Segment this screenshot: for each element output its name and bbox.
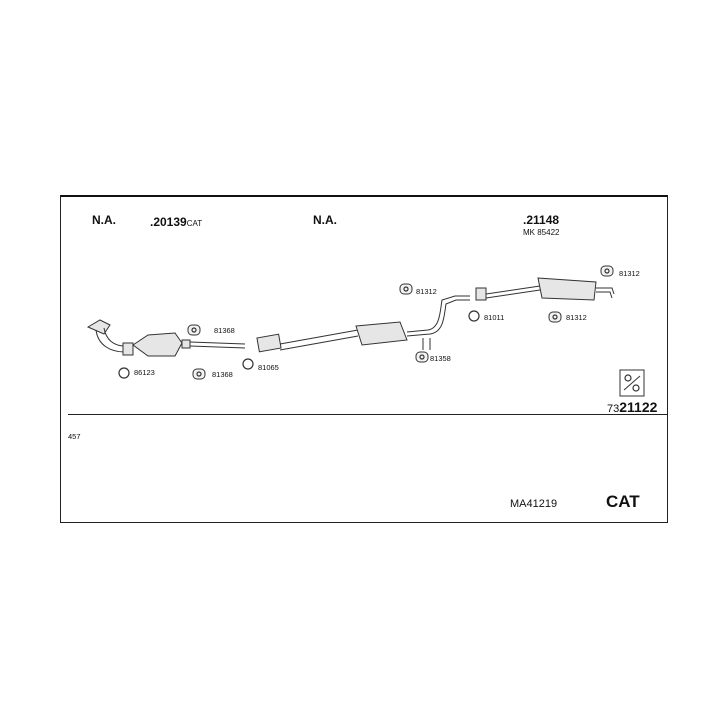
rear-silencer-part (475, 277, 615, 301)
mk-label: MK 85422 (523, 228, 560, 237)
gasket-86123 (118, 367, 130, 379)
hanger-81368-top (187, 324, 201, 336)
part-21148-label: .21148 (523, 213, 560, 227)
part-label-81312-mid: 81312 (416, 287, 437, 296)
part-label-81312-right-top: 81312 (619, 269, 640, 278)
na-label-mid: N.A. (313, 213, 337, 227)
part-label-81358: 81358 (430, 354, 451, 363)
part-label-81368-top: 81368 (214, 326, 235, 335)
cat-label: CAT (606, 492, 640, 511)
hanger-81312-right-top (600, 265, 614, 277)
catalog-number: 7321122 (607, 400, 657, 416)
gasket-81011 (468, 310, 480, 322)
na-label-left: N.A. (92, 213, 116, 227)
footer-divider (68, 414, 668, 415)
catalog-prefix: 73 (607, 403, 620, 415)
intermediate-pipe-part (189, 341, 246, 349)
hanger-81312-mid (399, 283, 413, 295)
part-20139-number: .20139 (150, 215, 187, 229)
model-code: MA41219 (510, 498, 558, 510)
part-20139-suffix: CAT (186, 219, 203, 228)
gasket-81065 (242, 358, 254, 370)
hanger-81312-right-bottom (548, 311, 562, 323)
front-pipe-part (86, 319, 134, 356)
part-label-81368-bottom: 81368 (212, 370, 233, 379)
part-20139-label: .20139CAT (150, 214, 202, 230)
catalog-main-number: 21122 (619, 399, 658, 415)
part-label-81312-right-bottom: 81312 (566, 313, 587, 322)
catalytic-converter-part (132, 332, 191, 357)
diagram-frame (60, 195, 668, 523)
part-label-81065: 81065 (258, 363, 279, 372)
hanger-81368-bottom (192, 368, 206, 380)
mounting-kit-icon (619, 369, 645, 397)
part-label-81011: 81011 (484, 313, 505, 322)
hanger-81358 (415, 351, 429, 363)
part-label-86123: 86123 (134, 368, 155, 377)
code-457: 457 (68, 432, 81, 441)
center-silencer-part (256, 295, 470, 353)
